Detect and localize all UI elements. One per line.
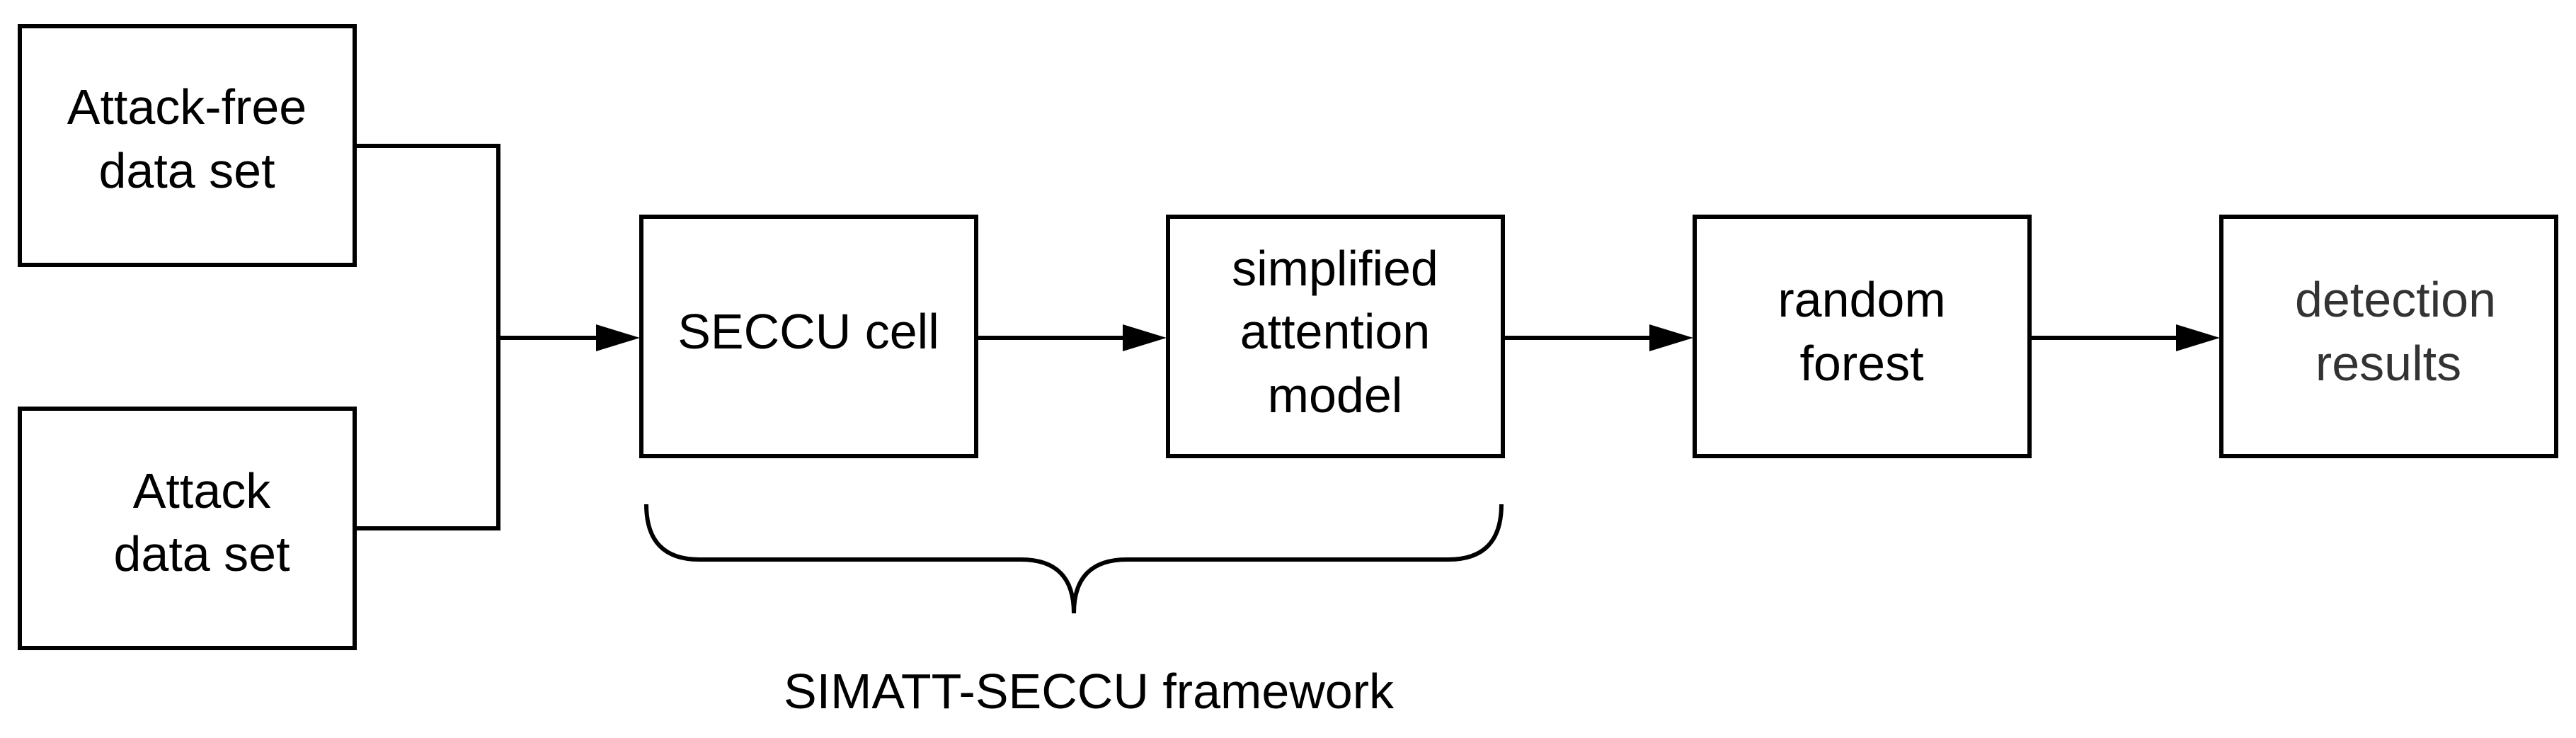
attack-free-dataset-label-line1: Attack-free: [67, 79, 307, 135]
attention-model-node: simplified attention model: [1166, 215, 1505, 458]
attack-dataset-node: Attack data set: [18, 407, 357, 650]
detection-results-label-line1: detection: [2295, 272, 2496, 327]
arrow-to-results-head: [2176, 324, 2220, 351]
attention-model-box: [1166, 215, 1505, 458]
random-forest-box: [1693, 215, 2032, 458]
attack-dataset-label-line1: Attack: [133, 463, 272, 518]
random-forest-node: random forest: [1693, 215, 2032, 458]
merge-connector: [355, 144, 500, 530]
attack-free-dataset-node: Attack-free data set: [18, 24, 357, 267]
attack-dataset-label-line2: data set: [113, 526, 290, 581]
arrow-to-forest-head: [1649, 324, 1693, 351]
random-forest-label-line1: random: [1778, 272, 1945, 327]
attention-model-label-line2: attention: [1240, 304, 1431, 359]
detection-results-node: detection results: [2219, 215, 2558, 458]
arrow-to-seccu-head: [596, 324, 640, 351]
attack-dataset-box: [18, 407, 357, 650]
framework-label: SIMATT-SECCU framework: [784, 664, 1395, 719]
detection-results-label-line2: results: [2315, 336, 2461, 391]
random-forest-label-line2: forest: [1799, 336, 1923, 391]
attention-model-label-line1: simplified: [1232, 241, 1438, 296]
framework-brace: [644, 504, 1504, 614]
attention-model-label-line3: model: [1268, 368, 1403, 423]
seccu-cell-node: SECCU cell: [639, 215, 978, 458]
seccu-cell-label: SECCU cell: [677, 304, 939, 359]
seccu-cell-box: [639, 215, 978, 458]
detection-results-box: [2219, 215, 2558, 458]
arrow-to-attention-head: [1123, 324, 1167, 351]
attack-free-dataset-label-line2: data set: [98, 143, 275, 198]
attack-free-dataset-box: [18, 24, 357, 267]
